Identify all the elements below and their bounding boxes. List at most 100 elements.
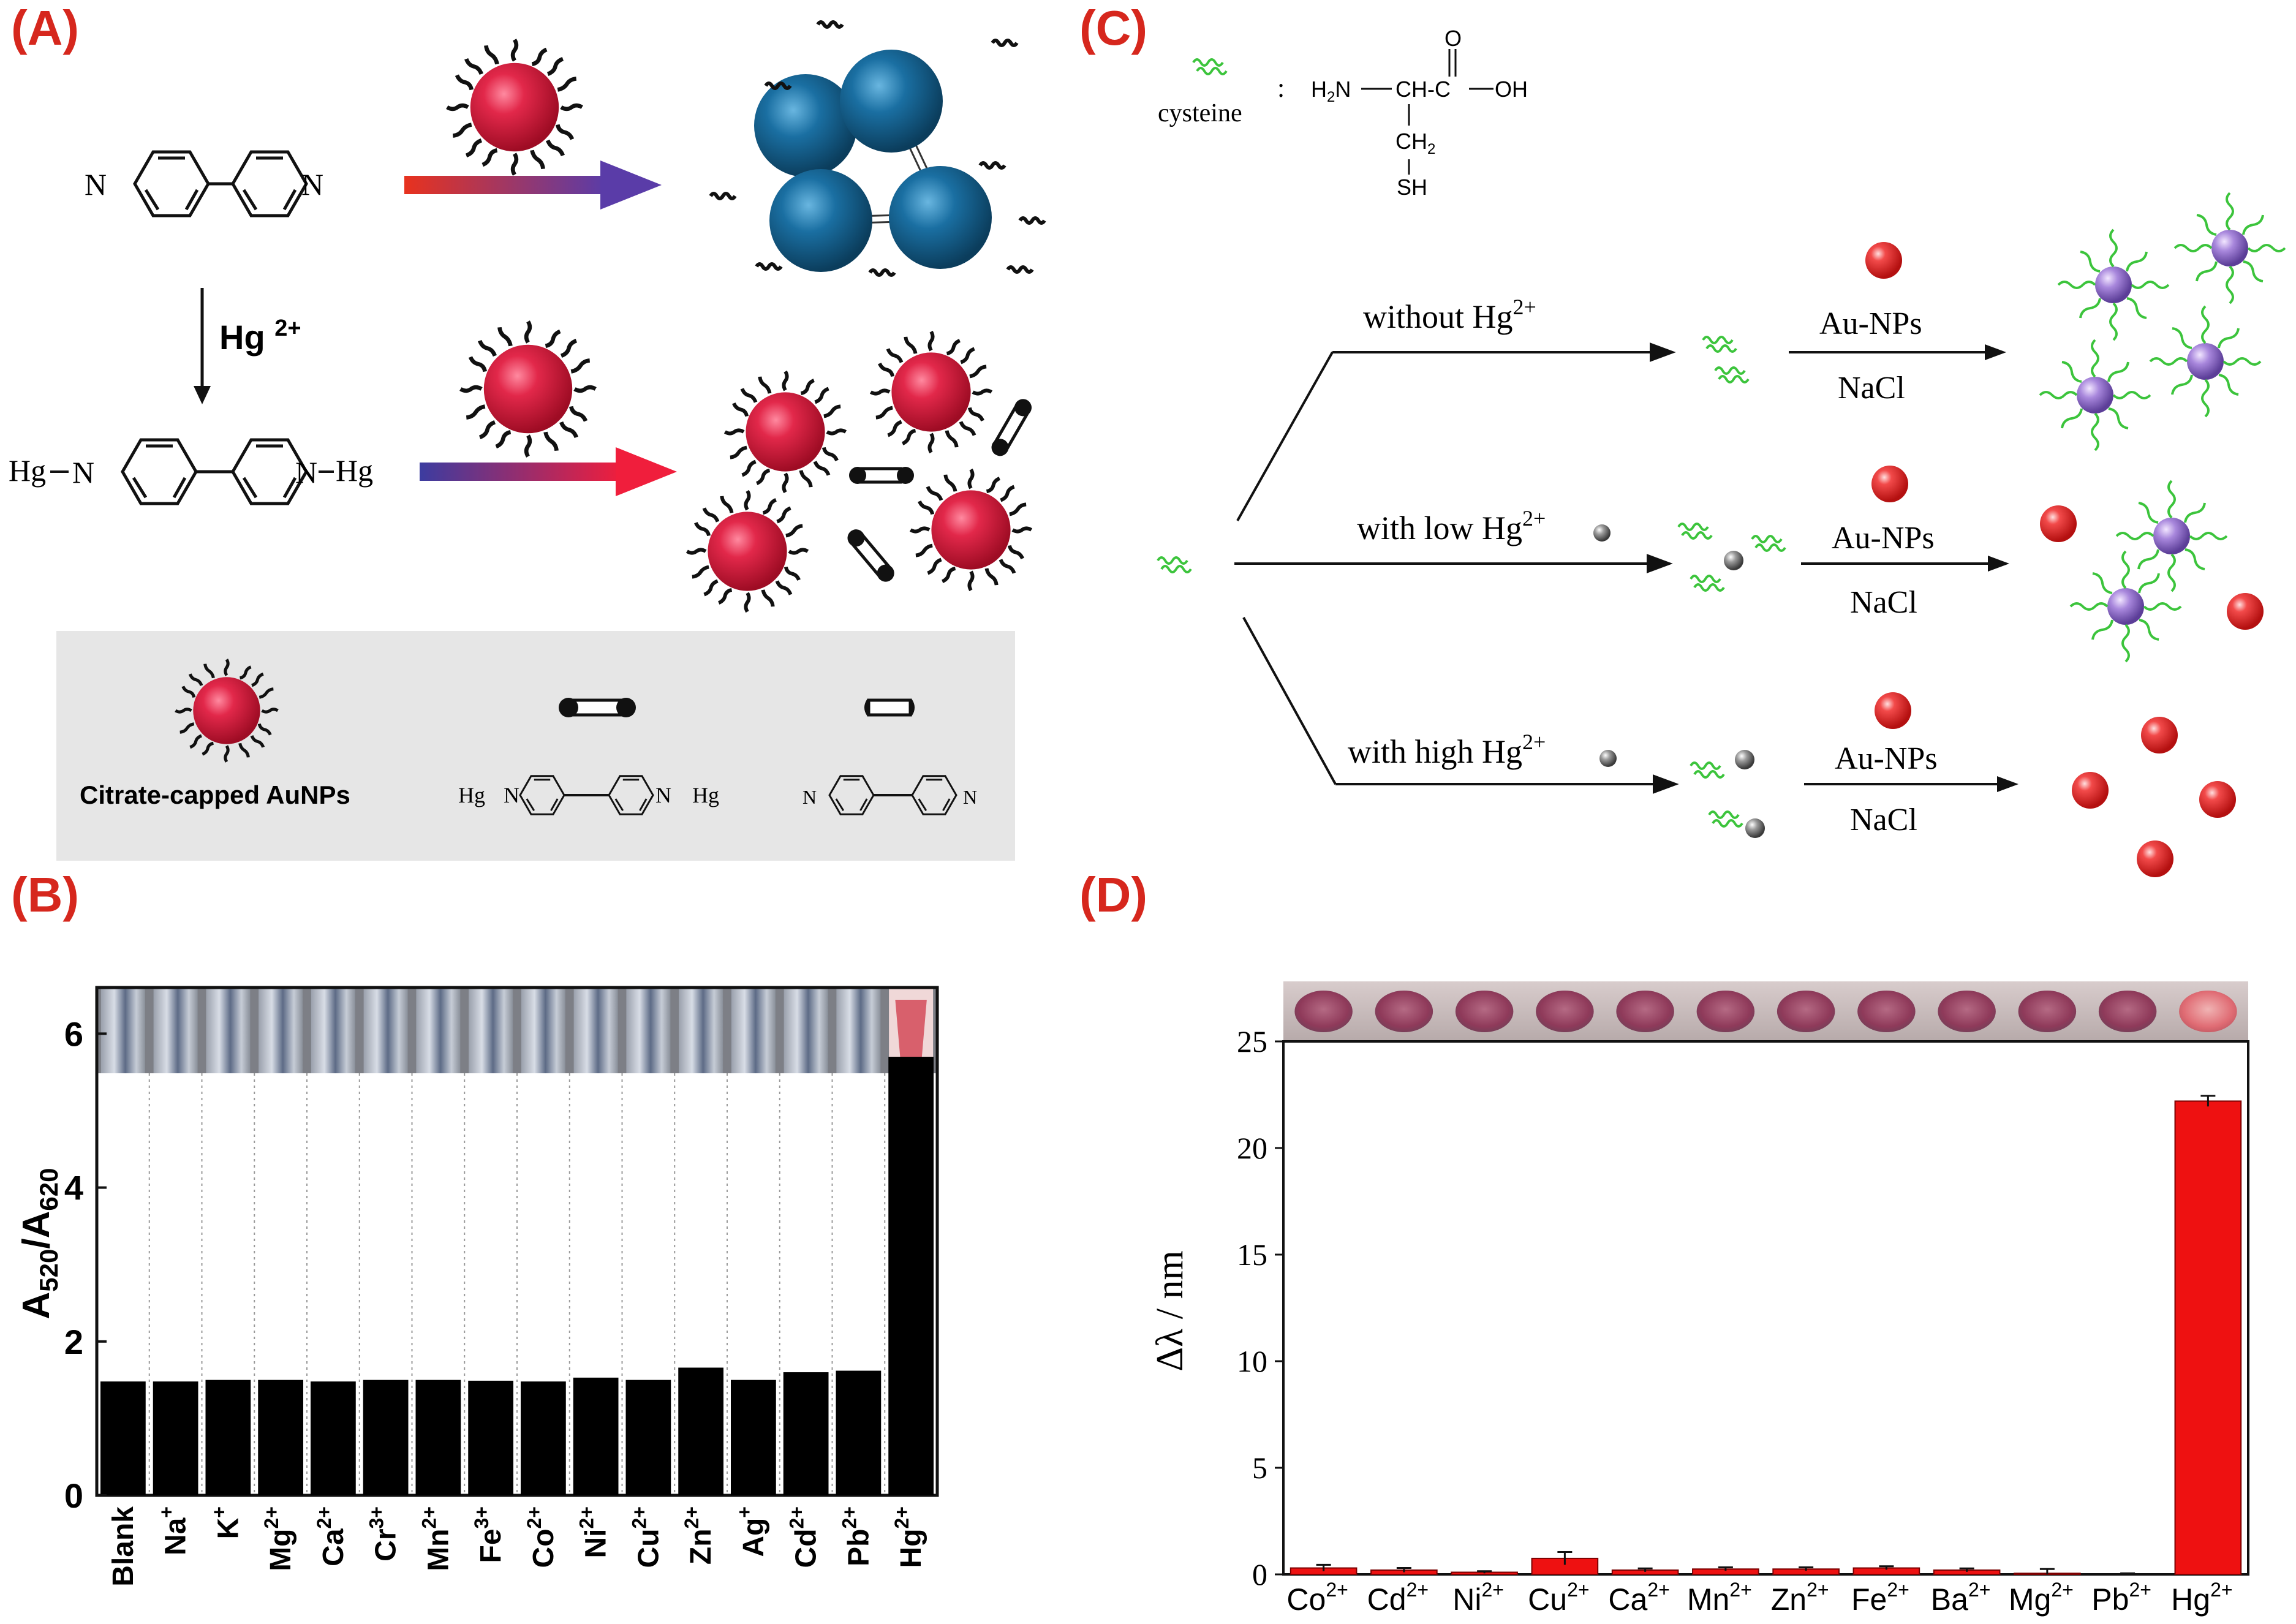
free-linker-1 [849, 467, 914, 484]
chart-d-plot-frame [1282, 1040, 2249, 1576]
x-tick-label: Mg2+ [260, 1506, 297, 1571]
tube-photo [153, 988, 198, 1073]
chart-d-bars [1290, 1095, 2242, 1576]
y-tick-label: 4 [64, 1169, 83, 1207]
panel-c: cysteine : H2N CH-C OH O CH2 SH [1157, 26, 2286, 877]
x-tick-label: Hg2+ [891, 1506, 927, 1568]
dispersed-aunps [687, 331, 1035, 611]
chart-d-x-labels: Co2+Cd2+Ni2+Cu2+Ca2+Mn2+Zn2+Fe2+Ba2+Mg2+… [1286, 1579, 2232, 1617]
cysteine-structure: H2N CH-C OH O CH2 SH [1311, 26, 1528, 200]
formula-ch2-sub: 2 [1427, 141, 1435, 157]
tube-photo [784, 988, 828, 1073]
well-strip-background [1283, 981, 2248, 1041]
x-tick-label: Co2+ [523, 1506, 560, 1568]
tube-photo [573, 988, 618, 1073]
svg-text:without Hg2+: without Hg2+ [1363, 295, 1536, 335]
y-tick-label: 6 [64, 1014, 83, 1053]
y-tick-label: 20 [1237, 1131, 1267, 1165]
formula-oh: OH [1495, 77, 1528, 102]
formula-amine-sub: 2 [1327, 89, 1335, 105]
x-tick-label: Mg2+ [2009, 1579, 2074, 1617]
hg-reagent-charge: 2+ [274, 315, 301, 341]
hg-reagent-label: Hg [219, 318, 265, 357]
tube-red-solution [895, 1000, 927, 1061]
complex-n-right: N [295, 455, 317, 489]
branch-lines [1234, 342, 1679, 794]
branch-2-reagent: Au-NPs [1832, 521, 1935, 556]
free-linker-2 [847, 529, 894, 582]
bipyridine-n-right: N [301, 167, 323, 202]
y-tick-label: 25 [1237, 1024, 1267, 1059]
tube-photo [836, 988, 881, 1073]
panel-a: N N Hg 2+ Hg N N Hg [9, 22, 1044, 861]
chart-b-bars [100, 1057, 934, 1495]
svg-text:with high Hg2+: with high Hg2+ [1348, 730, 1546, 770]
panel-d-well-photo-strip [1283, 981, 2248, 1041]
branch-1-reagent: Au-NPs [1819, 306, 1922, 341]
well-photo [1375, 991, 1433, 1032]
x-tick-label: Pb2+ [838, 1506, 875, 1566]
tube-photo [363, 988, 408, 1073]
y-tick-label: 10 [1237, 1344, 1267, 1378]
free-linker-3 [991, 399, 1032, 456]
x-tick-label: Ca2+ [313, 1506, 350, 1566]
formula-amine-n: N [1335, 77, 1351, 102]
dispersion-arrow [420, 322, 677, 496]
tube-photo [259, 988, 303, 1073]
legend-hg-left: Hg [458, 783, 485, 807]
svg-text:H2N: H2N [1311, 77, 1351, 105]
well-photo [1777, 991, 1835, 1032]
legend-bipyridine-structure: N N [802, 775, 977, 815]
bar [311, 1381, 356, 1495]
panel-c-label: (C) [1079, 1, 1148, 55]
bar [2174, 1100, 2242, 1575]
well-photo [2098, 991, 2157, 1032]
bar [783, 1372, 829, 1495]
chart-b-y-axis-label: A520/A620 [15, 1168, 63, 1320]
tube-photo [521, 988, 565, 1073]
x-tick-label: Fe2+ [1851, 1579, 1909, 1617]
tube-photo [626, 988, 671, 1073]
branch-2-charge: 2+ [1522, 506, 1546, 531]
branch-3-text: with high Hg [1348, 733, 1522, 770]
bar [205, 1380, 251, 1495]
well-photo [1616, 991, 1674, 1032]
x-tick-label: Cd2+ [786, 1506, 823, 1568]
panel-b-tube-photo-strip [97, 988, 937, 1073]
panel-b-label: (B) [11, 867, 80, 922]
bar [731, 1380, 776, 1495]
legend-bipy-n-left: N [802, 786, 817, 808]
x-tick-label: Ni2+ [576, 1506, 613, 1558]
branch-without-hg: without Hg2+ Au-NPs NaCl [1363, 192, 2286, 451]
legend-hg-right: Hg [692, 783, 719, 807]
bar [468, 1380, 513, 1495]
x-tick-label: Cd2+ [1367, 1579, 1429, 1617]
hg-bipyridine-complex: Hg N N Hg [9, 440, 373, 504]
tube-photo [731, 988, 776, 1073]
branch-3-charge: 2+ [1522, 730, 1546, 754]
complex-hg-left: Hg [9, 453, 46, 488]
bar [625, 1380, 671, 1495]
formula-sh: SH [1397, 175, 1427, 200]
legend-hg-complex-structure: Hg N N Hg [458, 775, 719, 815]
aggregated-aunps [711, 22, 1044, 275]
branch-high-hg: with high Hg2+ Au-NPs NaCl [1348, 692, 2236, 877]
x-tick-label: Blank [107, 1506, 140, 1587]
bipyridine-structure: N N [85, 152, 323, 216]
hg-addition-arrow: Hg 2+ [194, 288, 301, 404]
y-tick-label: 2 [64, 1323, 83, 1361]
x-tick-label: Co2+ [1286, 1579, 1348, 1617]
branch-1-text: without Hg [1363, 298, 1513, 335]
formula-o: O [1444, 26, 1462, 51]
legend-n-left: N [504, 783, 519, 807]
cysteine-legend: cysteine : H2N CH-C OH O CH2 SH [1158, 26, 1528, 200]
formula-ch2: CH [1395, 129, 1427, 154]
panel-a-label: (A) [11, 1, 80, 55]
svg-text:with low Hg2+: with low Hg2+ [1357, 506, 1546, 546]
x-tick-label: Ni2+ [1452, 1579, 1504, 1617]
bar [521, 1381, 566, 1495]
well-photo [1696, 991, 1755, 1032]
